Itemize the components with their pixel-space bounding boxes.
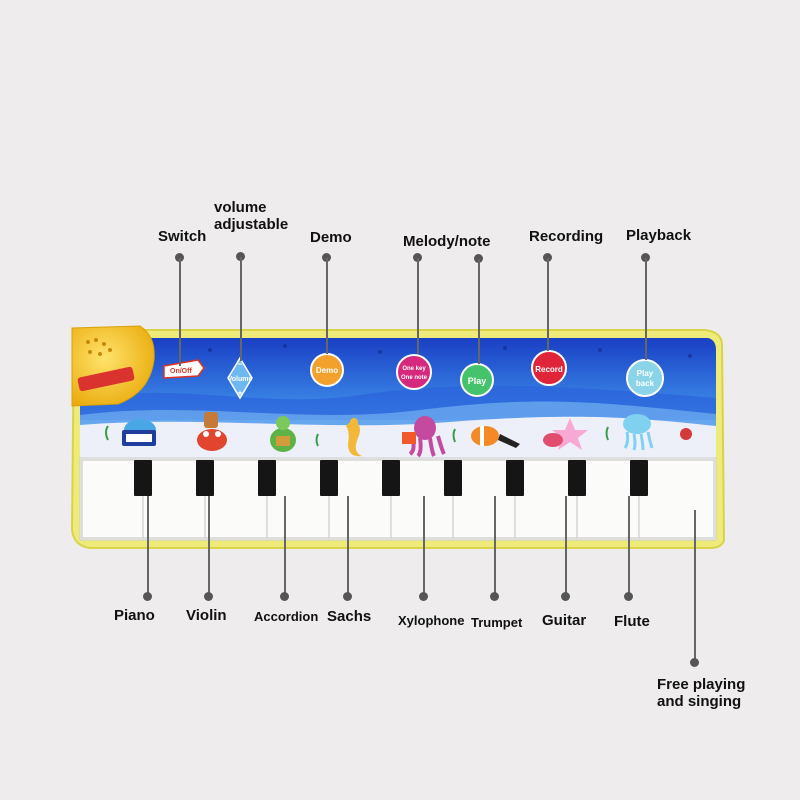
sachs-line [347, 496, 349, 596]
switch-tag-text: On/Off [170, 368, 192, 375]
demo-button: Demo [310, 353, 344, 387]
piano-line [147, 496, 149, 596]
play-dot [474, 254, 483, 263]
violin-line [208, 496, 210, 596]
flute-dot [624, 592, 633, 601]
playback-label: Playback [626, 227, 692, 244]
playback-text-2: back [636, 379, 655, 388]
melody-dot [413, 253, 422, 262]
volume-dot [236, 252, 245, 261]
violin-dot [204, 592, 213, 601]
record-button: Record [531, 350, 567, 386]
recording-dot [543, 253, 552, 262]
melody-text-1: One key [402, 366, 426, 372]
sachs-dot [343, 592, 352, 601]
starfish-icon [543, 418, 588, 450]
jellyfish-icon [623, 414, 654, 451]
playback-button: Play back [626, 359, 664, 397]
guitar-label: Guitar [542, 612, 587, 629]
free-line [694, 510, 696, 660]
switch-label: Switch [158, 228, 207, 245]
xylophone-dot [419, 592, 428, 601]
demo-dot [322, 253, 331, 262]
volume-control: − + Volume [227, 356, 253, 400]
violin-label: Violin [186, 607, 227, 624]
seahorse-icon [346, 418, 362, 457]
free-label: Free playing and singing [657, 676, 746, 710]
recording-line [547, 258, 549, 351]
melody-text-2: One note [401, 375, 428, 381]
demo-label: Demo [310, 229, 352, 246]
switch-dot [175, 253, 184, 262]
playback-line [645, 258, 647, 360]
record-text: Record [535, 365, 563, 374]
trumpet-dot [490, 592, 499, 601]
xylophone-label: Xylophone [398, 613, 465, 628]
recording-label: Recording [529, 228, 604, 245]
volume-line [240, 257, 242, 361]
accordion-line [284, 496, 286, 596]
xylophone-line [423, 496, 425, 596]
black-keys [134, 460, 648, 496]
svg-text:−: − [237, 359, 242, 369]
melody-button: One key One note [396, 354, 432, 390]
playback-text-1: Play [637, 369, 654, 378]
piano-dot [143, 592, 152, 601]
svg-text:+: + [237, 388, 242, 398]
dolphin-icon [122, 419, 156, 446]
flute-line [628, 496, 630, 596]
volume-label: volume adjustable [214, 199, 289, 233]
demo-text: Demo [316, 366, 338, 375]
octopus-icon [402, 416, 446, 458]
trumpet-line [494, 496, 496, 596]
switch-tag: On/Off [163, 359, 205, 379]
sand-strip [80, 416, 716, 460]
free-dot [690, 658, 699, 667]
crab-icon [197, 412, 227, 451]
guitar-line [565, 496, 567, 596]
turtle-icon [270, 416, 296, 452]
guitar-dot [561, 592, 570, 601]
flute-label: Flute [614, 613, 650, 630]
play-button: Play [460, 363, 494, 397]
accordion-label: Accordion [254, 609, 319, 624]
trumpet-label: Trumpet [471, 615, 523, 630]
play-text: Play [468, 376, 487, 386]
demo-line [326, 258, 328, 354]
sachs-label: Sachs [327, 608, 372, 625]
white-keys [81, 459, 715, 539]
play-line [478, 259, 480, 364]
fish-icon [471, 426, 520, 448]
playback-dot [641, 253, 650, 262]
volume-text: Volume [228, 376, 253, 383]
switch-line [179, 258, 181, 366]
melody-line [417, 258, 419, 354]
piano-label: Piano [114, 607, 155, 624]
accordion-dot [280, 592, 289, 601]
melody-label: Melody/note [403, 233, 491, 250]
